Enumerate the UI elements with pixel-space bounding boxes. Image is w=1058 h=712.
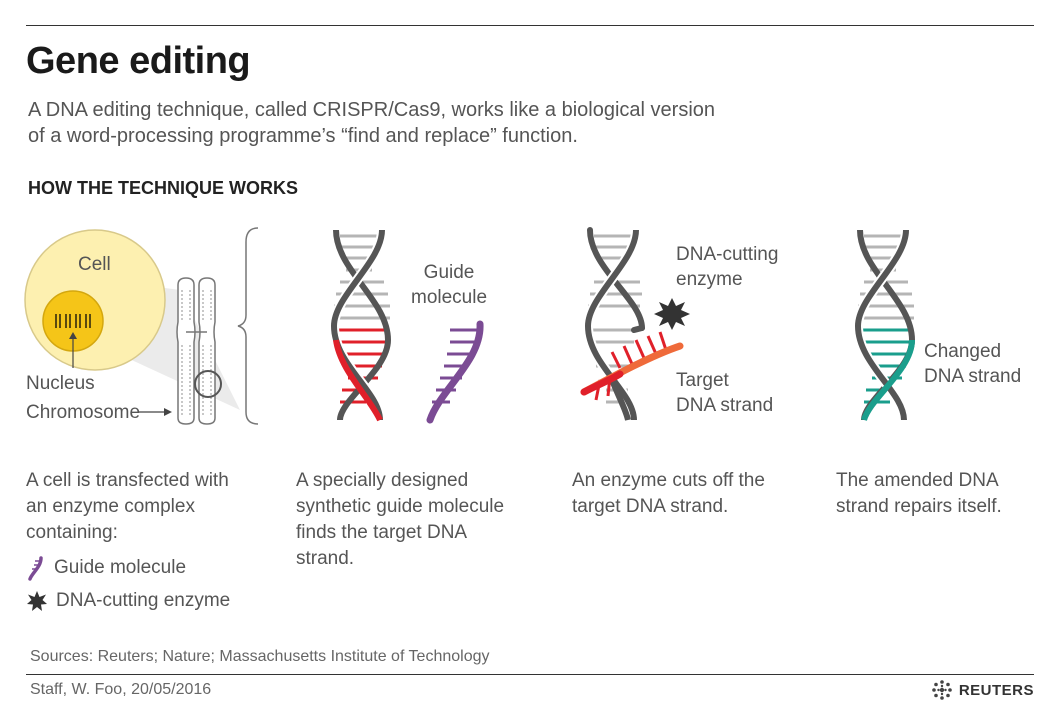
legend-enzyme: DNA-cutting enzyme [26,590,230,612]
caption-2-line-4: strand. [296,548,355,569]
guide-label-line-1: Guide [423,262,475,283]
sources-note: Sources: Reuters; Nature; Massachusetts … [30,648,490,665]
caption-3-line-2: target DNA strand. [572,496,729,517]
caption-4-line-2: strand repairs itself. [836,496,1002,517]
dna-repaired-illustration [852,229,916,422]
dna-cutting-illustration [580,227,690,421]
zoom-bracket [237,227,259,425]
legend-guide-molecule: Guide molecule [26,555,186,581]
caption-1-line-2: an enzyme complex [26,496,195,517]
caption-1-line-1: A cell is transfected with [26,470,229,491]
caption-step-1: A cell is transfected with an enzyme com… [26,468,229,546]
caption-step-2: A specially designed synthetic guide mol… [296,468,504,572]
nucleus-chromosomes [55,314,91,328]
enzyme-star-icon [27,591,47,611]
changed-strand-label: Changed DNA strand [924,339,1021,389]
page-subtitle: A DNA editing technique, called CRISPR/C… [28,97,715,149]
page-title: Gene editing [26,40,251,82]
caption-2-line-2: synthetic guide molecule [296,496,505,517]
caption-1-line-3: containing: [26,522,118,543]
chromosome [176,277,222,425]
caption-step-4: The amended DNA strand repairs itself. [836,468,1002,520]
enzyme-label: DNA-cutting enzyme [676,242,778,292]
enzyme-label-line-1: DNA-cutting [676,244,779,265]
legend-guide-label: Guide molecule [54,557,187,578]
dna-guide-illustration [328,229,484,424]
nucleus-label: Nucleus [26,373,95,394]
changed-label-line-1: Changed [924,341,1002,362]
chromosome-zoom-circle [194,370,222,398]
target-strand-label: Target DNA strand [676,368,773,418]
guide-molecule-label: Guide molecule [411,260,487,310]
credit-line: Staff, W. Foo, 20/05/2016 [30,681,212,698]
guide-molecule-icon [28,556,43,581]
caption-3-line-1: An enzyme cuts off the [572,470,765,491]
caption-4-line-1: The amended DNA [836,470,999,491]
caption-2-line-3: finds the target DNA [296,522,468,543]
reuters-dots-icon [932,680,952,700]
reuters-logo: REUTERS [931,679,1034,701]
changed-label-line-2: DNA strand [924,366,1022,387]
brand-name: REUTERS [958,681,1034,699]
section-heading: HOW THE TECHNIQUE WORKS [28,178,298,198]
top-rule [26,25,1034,26]
legend-enzyme-label: DNA-cutting enzyme [56,590,231,611]
enzyme-label-line-2: enzyme [676,269,743,290]
target-label-line-1: Target [676,370,729,391]
caption-step-3: An enzyme cuts off the target DNA strand… [572,468,765,520]
cell-illustration [24,227,259,425]
chromosome-label: Chromosome [26,402,141,423]
subtitle-line-2: of a word-processing programme’s “find a… [28,125,578,147]
cell-label: Cell [78,254,111,275]
footer-rule [26,674,1034,675]
subtitle-line-1: A DNA editing technique, called CRISPR/C… [28,99,716,121]
enzyme-star [654,298,690,330]
target-label-line-2: DNA strand [676,395,774,416]
caption-2-line-1: A specially designed [296,470,469,491]
guide-label-line-2: molecule [411,287,488,308]
